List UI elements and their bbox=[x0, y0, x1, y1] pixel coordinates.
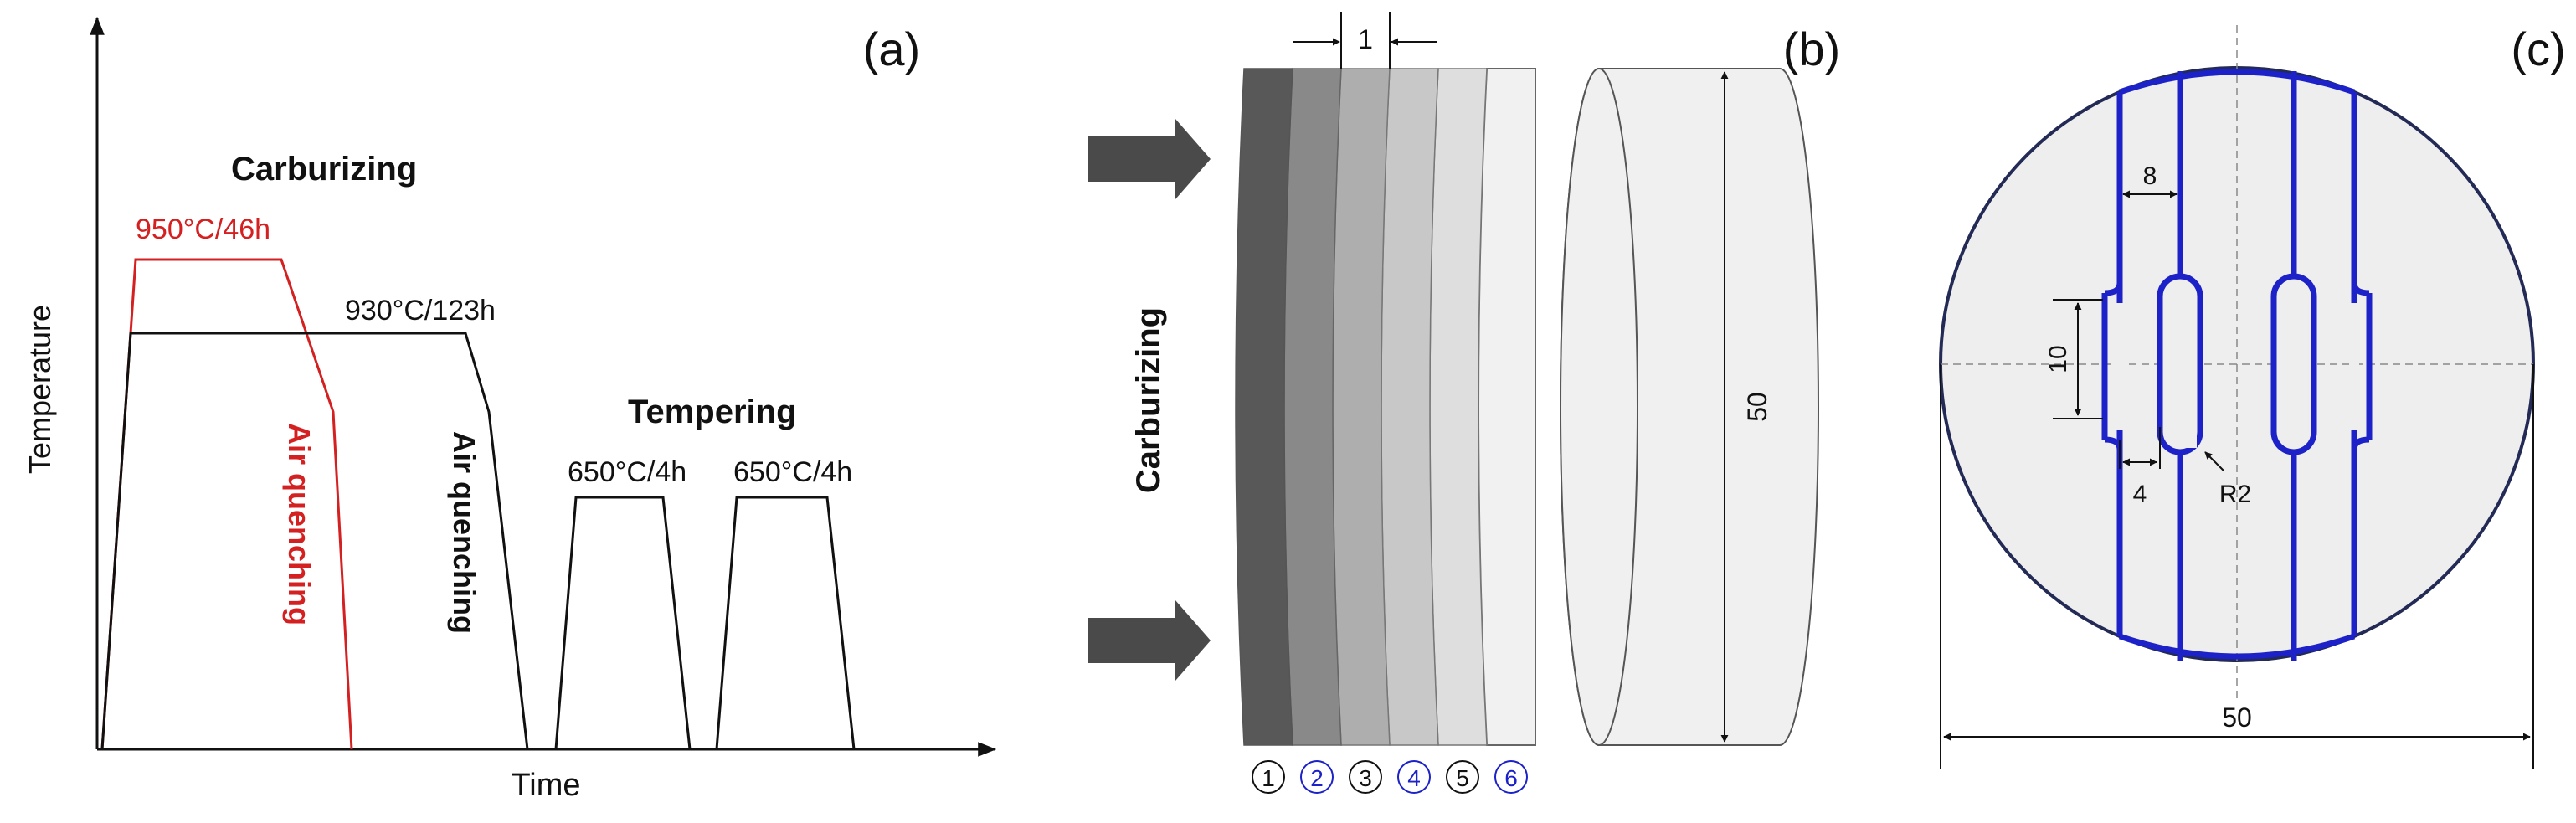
flow-arrow-bottom bbox=[1088, 600, 1211, 681]
layer-slice-1 bbox=[1235, 68, 1293, 746]
y-axis-label: Temperature bbox=[23, 305, 57, 474]
layer-number: 6 bbox=[1504, 765, 1518, 791]
layer-number-circle bbox=[1494, 760, 1528, 794]
dim-10-label: 10 bbox=[2044, 345, 2072, 373]
carburizing-side-label: Carburizing bbox=[1130, 307, 1167, 493]
temper-label-2: 650°C/4h bbox=[733, 456, 852, 488]
layer-slice-2 bbox=[1283, 68, 1342, 746]
layer-slice-6 bbox=[1478, 68, 1536, 746]
slice-dim-label: 1 bbox=[1358, 24, 1373, 54]
layer-number-circle bbox=[1349, 760, 1382, 794]
dia-label: 50 bbox=[2222, 702, 2252, 733]
flow-arrow-top bbox=[1088, 119, 1211, 199]
tempering-title: Tempering bbox=[628, 393, 797, 430]
tempering-cycle-2 bbox=[715, 496, 856, 750]
height-dim-label: 50 bbox=[1742, 392, 1772, 422]
slot-right bbox=[2270, 273, 2317, 455]
layer-number: 4 bbox=[1407, 765, 1421, 791]
r2-leader bbox=[2204, 451, 2224, 471]
slot-connecting-lines bbox=[2177, 71, 2297, 661]
x-axis-label: Time bbox=[511, 768, 580, 803]
layer-number-circle bbox=[1397, 760, 1431, 794]
panel-label-a: (a) bbox=[863, 23, 920, 75]
temper-label-1: 650°C/4h bbox=[568, 456, 686, 488]
layer-slice-5 bbox=[1429, 68, 1488, 746]
neck-mask bbox=[2115, 303, 2359, 430]
layer-number: 1 bbox=[1262, 765, 1275, 791]
black-condition-label: 930°C/123h bbox=[345, 295, 496, 327]
layer-number: 2 bbox=[1310, 765, 1324, 791]
black-quench-label: Air quenching bbox=[447, 431, 481, 634]
layer-number-circles: 1 2 3 4 5 6 bbox=[1252, 760, 1528, 794]
red-condition-label: 950°C/46h bbox=[136, 213, 270, 245]
specimen-neck-notches bbox=[2101, 293, 2373, 440]
layer-number: 5 bbox=[1456, 765, 1469, 791]
slot-mask bbox=[2182, 423, 2197, 448]
panel-label-c: (c) bbox=[2511, 23, 2565, 75]
panel-c: (c) bbox=[1939, 23, 2566, 769]
layer-number: 3 bbox=[1359, 765, 1372, 791]
red-quench-label: Air quenching bbox=[282, 423, 316, 625]
tempering-cycle-1 bbox=[554, 496, 692, 750]
dim-4-label: 4 bbox=[2133, 481, 2147, 508]
dim-8-label: 8 bbox=[2143, 162, 2157, 190]
layer-number-circle bbox=[1252, 760, 1285, 794]
black-process-curve bbox=[100, 332, 529, 750]
r2-label: R2 bbox=[2219, 481, 2251, 508]
layer-number-circle bbox=[1300, 760, 1334, 794]
layer-number-circle bbox=[1446, 760, 1479, 794]
panel-b: Carburizing 1 1 2 3 4 5 6 bbox=[1088, 12, 1840, 794]
cut-top-chord bbox=[2118, 69, 2356, 95]
layer-slice-3 bbox=[1332, 68, 1391, 746]
carburizing-title: Carburizing bbox=[231, 151, 417, 188]
layer-slice-4 bbox=[1381, 68, 1439, 746]
cut-bottom-chord bbox=[2118, 633, 2356, 660]
cylinder-disk bbox=[1560, 68, 1819, 746]
panel-label-b: (b) bbox=[1783, 23, 1840, 75]
panel-a: Temperature Time (a) Carburizing 950°C/4… bbox=[23, 16, 997, 803]
cylinder-front-face bbox=[1560, 68, 1638, 746]
